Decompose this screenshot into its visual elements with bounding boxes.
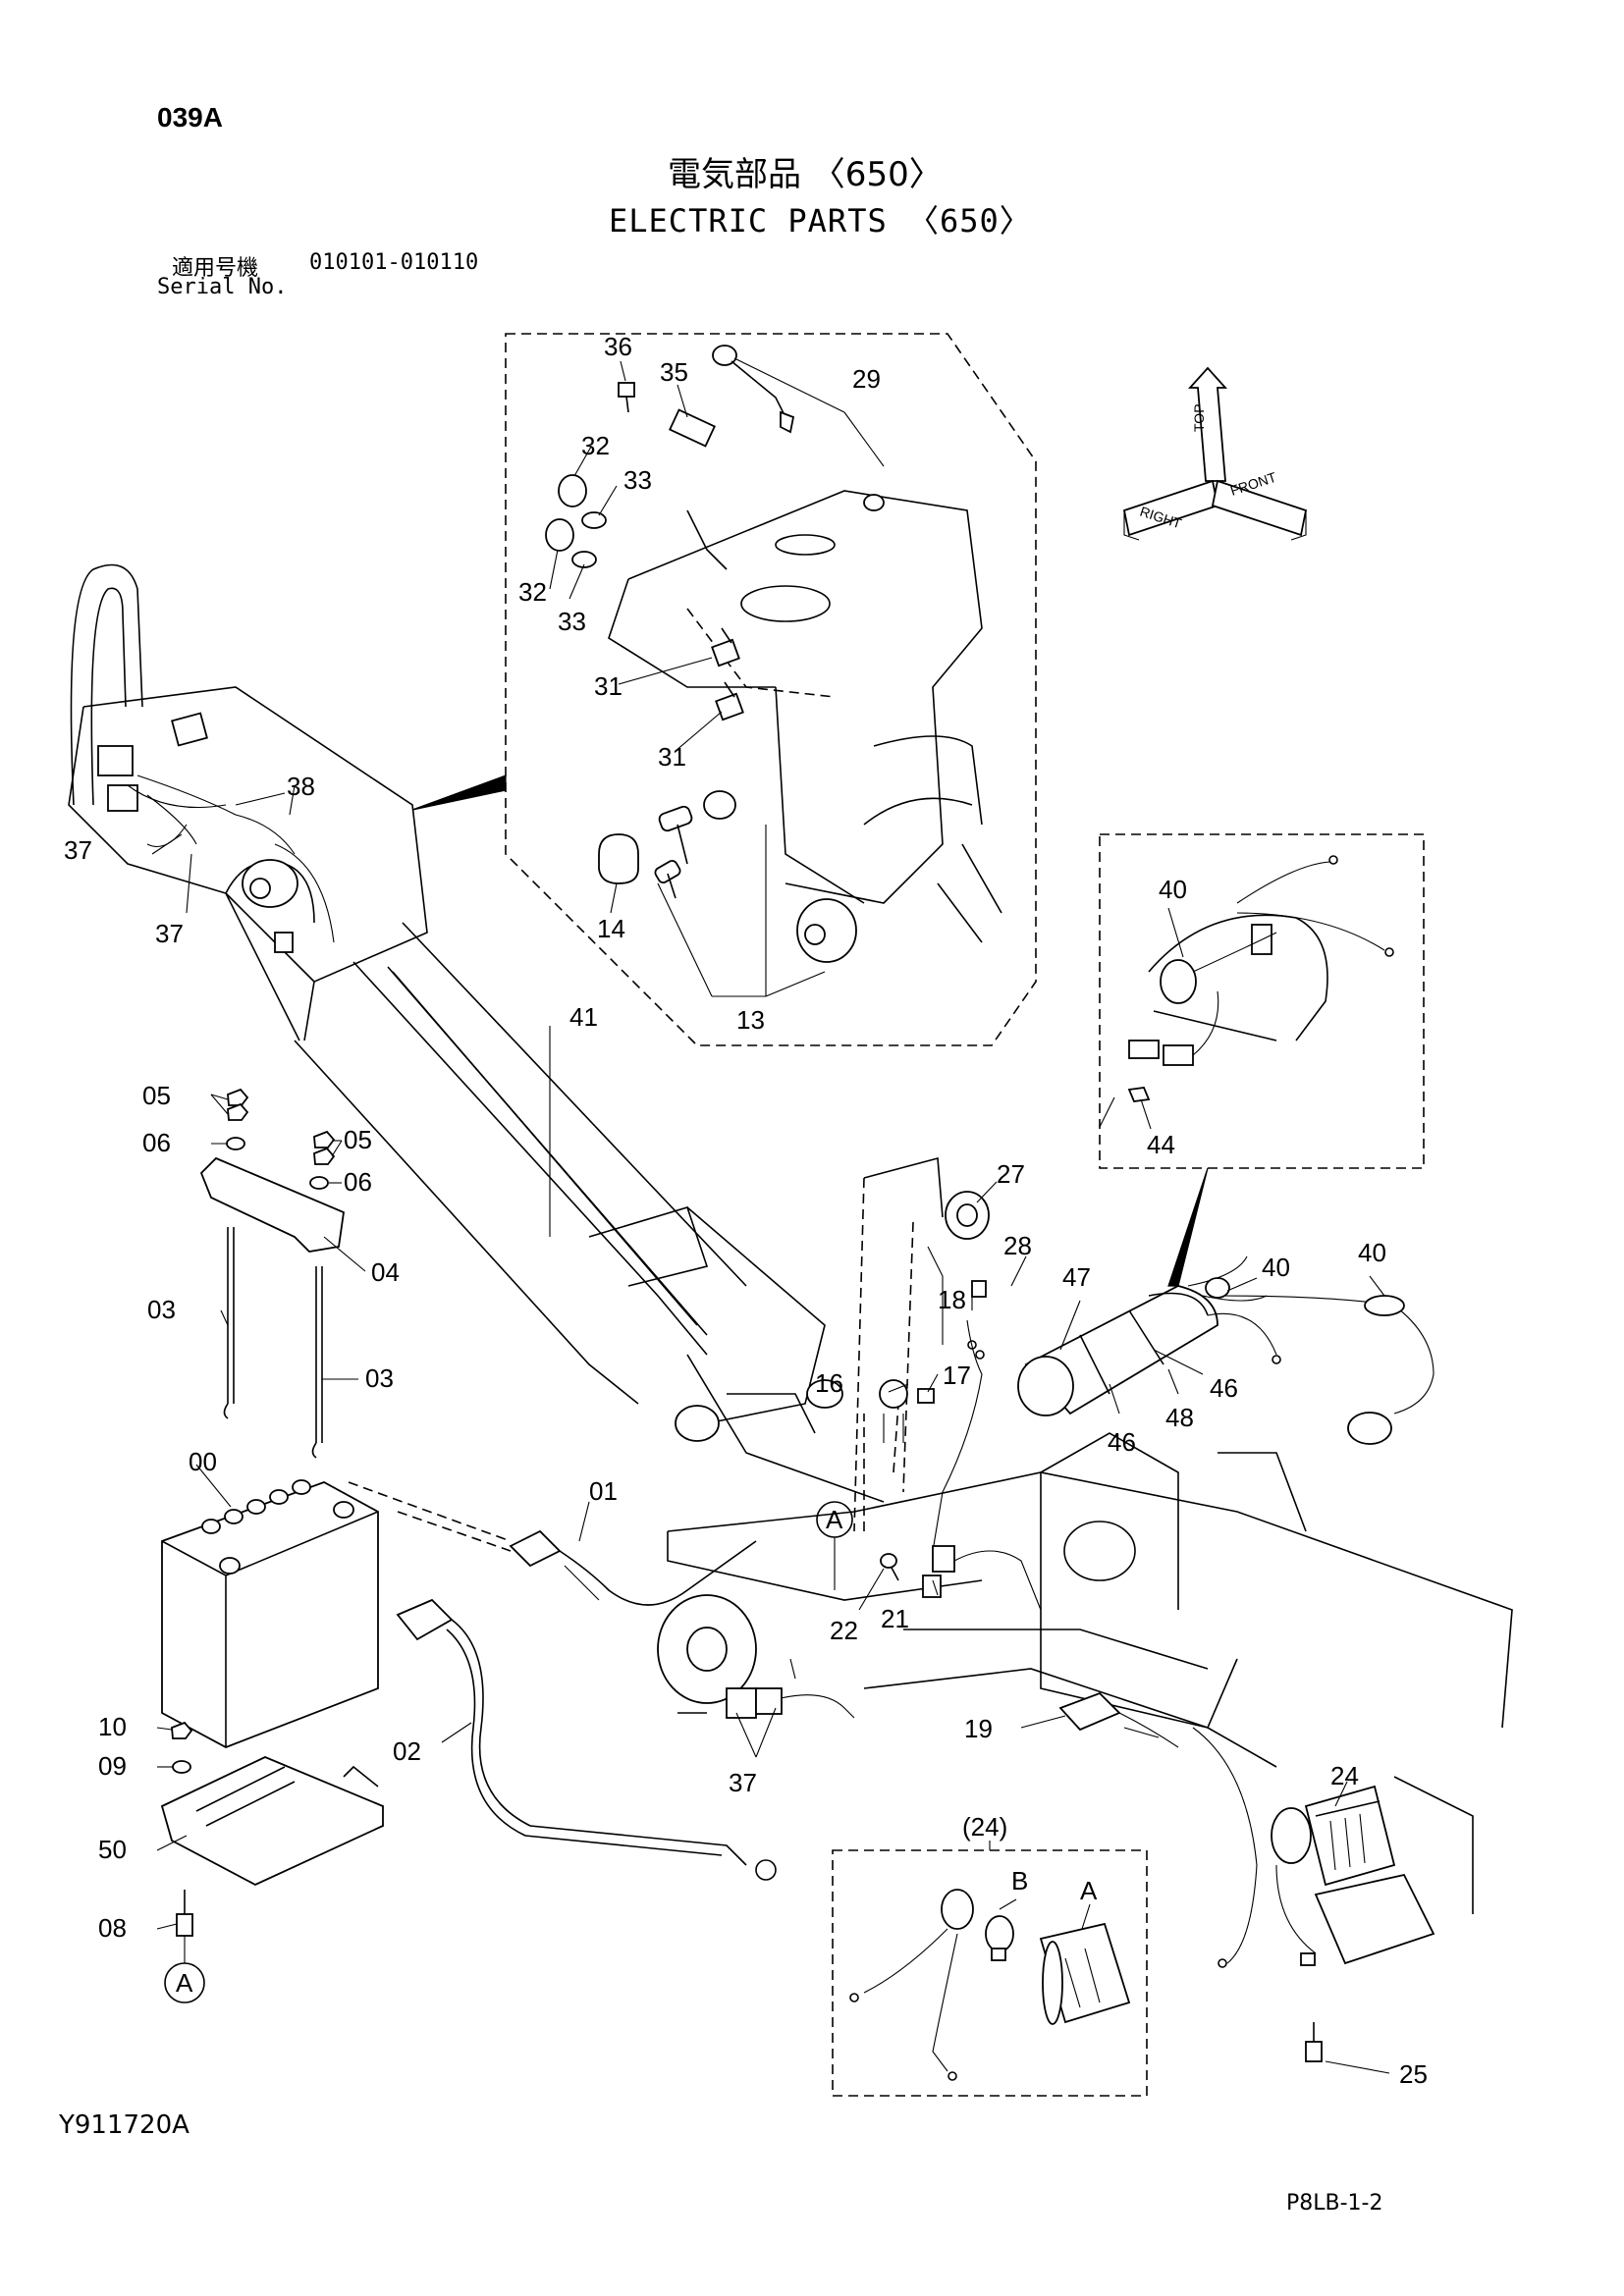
horn-harness-inset — [1099, 833, 1425, 1287]
callout-02: 02 — [393, 1736, 421, 1766]
callout-41: 41 — [569, 1002, 598, 1032]
orientation-label-top: TOP — [1191, 403, 1207, 432]
callout-00: 00 — [189, 1447, 217, 1476]
callout-03a: 03 — [147, 1295, 176, 1324]
serial-label-jp: 適用号機 — [172, 256, 259, 281]
callout-44: 44 — [1147, 1130, 1175, 1159]
callout-36: 36 — [604, 332, 632, 361]
callout-16: 16 — [815, 1368, 843, 1398]
callout-13: 13 — [736, 1005, 765, 1035]
callout-05b: 05 — [344, 1125, 372, 1154]
callout-21: 21 — [881, 1604, 909, 1633]
callout-08: 08 — [98, 1913, 127, 1943]
callout-24-inset: (24) — [962, 1812, 1007, 1842]
callout-18: 18 — [938, 1285, 966, 1314]
callout-50: 50 — [98, 1835, 127, 1864]
inset-label-b: B — [1011, 1866, 1028, 1896]
callout-labels: 36 35 29 32 33 32 33 31 31 14 13 38 37 3… — [64, 332, 1428, 2089]
callout-22: 22 — [830, 1616, 858, 1645]
callout-28: 28 — [1003, 1231, 1032, 1260]
orientation-icon: TOP RIGHT FRONT — [1122, 366, 1308, 541]
callout-40a: 40 — [1159, 875, 1187, 904]
callout-33b: 33 — [558, 607, 586, 636]
callout-19: 19 — [964, 1714, 993, 1743]
callout-03b: 03 — [365, 1363, 394, 1393]
reference-a-frame: A — [826, 1505, 843, 1534]
callout-01: 01 — [589, 1476, 618, 1506]
callout-04: 04 — [371, 1257, 400, 1287]
callout-40c: 40 — [1358, 1238, 1386, 1267]
callout-14: 14 — [597, 914, 625, 943]
page-code: 039A — [157, 102, 223, 133]
callout-47: 47 — [1062, 1262, 1091, 1292]
callout-46b: 46 — [1108, 1427, 1136, 1457]
serial-range: 010101-010110 — [309, 250, 479, 275]
callout-09: 09 — [98, 1751, 127, 1781]
drawing-number: Y911720A — [59, 2110, 189, 2140]
callout-24: 24 — [1330, 1761, 1359, 1790]
callout-06a: 06 — [142, 1128, 171, 1157]
battery-assembly — [160, 1088, 777, 2003]
callout-29: 29 — [852, 364, 881, 394]
callout-32b: 32 — [518, 577, 547, 607]
callout-48: 48 — [1165, 1403, 1194, 1432]
callout-31a: 31 — [594, 671, 623, 701]
callout-37b: 37 — [155, 919, 184, 948]
boom-arm — [294, 922, 885, 1503]
callout-46a: 46 — [1210, 1373, 1238, 1403]
callout-25: 25 — [1399, 2059, 1428, 2089]
callout-37a: 37 — [64, 835, 92, 865]
callout-10: 10 — [98, 1712, 127, 1741]
callout-38: 38 — [287, 772, 315, 801]
title-english: ELECTRIC PARTS 〈650〉 — [609, 202, 1032, 240]
serial-label-en: Serial No. — [157, 275, 288, 299]
page-reference: P8LB-1-2 — [1286, 2191, 1383, 2216]
reference-a-battery: A — [176, 1968, 193, 1998]
center-electrical-parts — [156, 1026, 1435, 2097]
callout-37c: 37 — [729, 1768, 757, 1797]
steering-console — [68, 563, 428, 1041]
inset-label-a: A — [1080, 1876, 1098, 1905]
callout-05a: 05 — [142, 1081, 171, 1110]
callout-35: 35 — [660, 357, 688, 387]
steering-column-inset — [411, 333, 1037, 1046]
callout-06b: 06 — [344, 1167, 372, 1197]
callout-31b: 31 — [658, 742, 686, 772]
callout-40b: 40 — [1262, 1253, 1290, 1282]
callout-32a: 32 — [581, 431, 610, 460]
frame-chassis — [667, 1156, 1513, 1914]
callout-27: 27 — [997, 1159, 1025, 1189]
callout-33a: 33 — [623, 465, 652, 495]
title-japanese: 電気部品 〈650〉 — [668, 155, 943, 194]
callout-17: 17 — [943, 1361, 971, 1390]
